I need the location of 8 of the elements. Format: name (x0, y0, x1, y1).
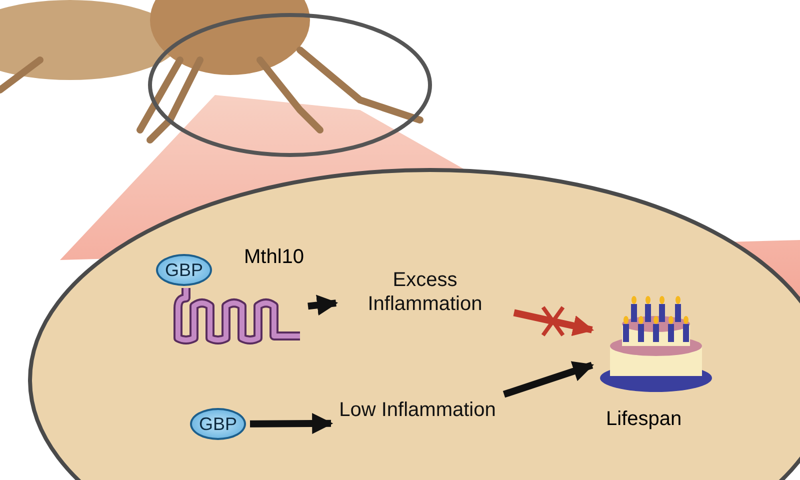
process-text: Low Inflammation (335, 398, 500, 448)
arrow (250, 413, 334, 434)
caption-text: Mthl10 (244, 246, 304, 269)
arrow (513, 309, 594, 336)
arrow (502, 361, 594, 398)
arrow (308, 294, 338, 316)
caption-text: Lifespan (606, 408, 682, 431)
process-text: Excess Inflammation (340, 268, 510, 318)
